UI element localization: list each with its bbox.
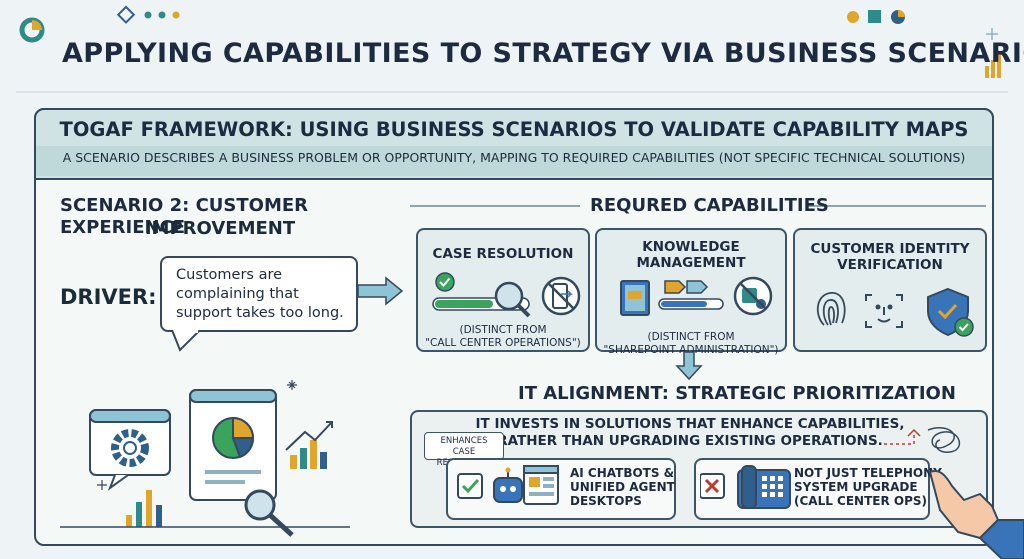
- telephony-label-line2: SYSTEM UPGRADE: [794, 480, 918, 494]
- capability-card-knowledge-management: KNOWLEDGE MANAGEMENT (DISTINCT FROM "SHA…: [595, 228, 787, 356]
- driver-speech-bubble: Customers are complaining that support t…: [160, 256, 358, 332]
- bubble-tail-icon: [171, 330, 201, 352]
- telephony-label-line1: NOT JUST TELEPHONY: [794, 466, 942, 480]
- ai-chatbots-icons: [457, 465, 559, 505]
- scenario-title-line2: IMPROVEMENT: [144, 218, 296, 239]
- driver-text: Customers are complaining that support t…: [176, 267, 344, 321]
- capability-card-customer-identity: CUSTOMER IDENTITY VERIFICATION: [793, 228, 987, 352]
- enhances-tag: ENHANCES CASE RESOLUTION: [424, 432, 504, 468]
- driver-label: DRIVER:: [60, 285, 157, 309]
- tag-icon: [664, 280, 687, 294]
- checkbox-checked-icon: [457, 473, 483, 499]
- telephony-option: [694, 458, 930, 520]
- framework-subtitle-band: [36, 146, 992, 176]
- search-icon: [494, 281, 524, 311]
- knowledge-management-icons: [620, 276, 773, 316]
- plus-icon: [986, 28, 998, 40]
- it-alignment-heading: IT ALIGNMENT: STRATEGIC PRIORITIZATION: [518, 383, 956, 404]
- dashed-arrow-icon: [884, 434, 915, 445]
- ai-chatbots-label: AI CHATBOTS & UNIFIED AGENT DESKTOPS: [570, 466, 675, 508]
- case-resolution-note2: "CALL CENTER OPERATIONS"): [425, 337, 581, 349]
- diamond-icon: [116, 5, 136, 24]
- capability-card-case-resolution: CASE RESOLUTION (DISTINCT FROM "CALL CEN…: [416, 228, 590, 352]
- customer-identity-title1: CUSTOMER IDENTITY: [810, 241, 970, 257]
- telephony-icons: [700, 465, 791, 509]
- case-resolution-note1: (DISTINCT FROM: [459, 324, 547, 336]
- knowledge-management-title1: KNOWLEDGE: [642, 239, 740, 255]
- ai-chatbots-label-line2: UNIFIED AGENT: [570, 480, 675, 494]
- tangle-icon: [927, 427, 961, 453]
- hand-icon: [928, 470, 1000, 540]
- customer-identity-title2: VERIFICATION: [837, 257, 943, 273]
- telephony-label: NOT JUST TELEPHONY SYSTEM UPGRADE (CALL …: [794, 466, 942, 508]
- knowledge-management-title2: MANAGEMENT: [636, 255, 746, 271]
- it-alignment-text: IT INVESTS IN SOLUTIONS THAT ENHANCE CAP…: [430, 416, 950, 450]
- required-capabilities-heading: REQURED CAPABILITIES: [590, 195, 829, 216]
- square-icon: [868, 10, 881, 23]
- arrow-right-icon: [357, 276, 404, 306]
- dot-icon: [144, 11, 152, 19]
- scenario-title-line1: SCENARIO 2: CUSTOMER EXPERIENCE: [60, 195, 309, 238]
- ai-chatbots-label-line1: AI CHATBOTS &: [570, 466, 675, 480]
- face-scan-icon: [865, 294, 903, 328]
- ai-chatbots-label-line3: DESKTOPS: [570, 494, 642, 508]
- req-heading-rule: [410, 205, 986, 207]
- fingerprint-icon: [816, 292, 846, 326]
- customer-identity-icons: [816, 287, 974, 337]
- robot-icon: [493, 477, 523, 503]
- framework-subtitle: A SCENARIO DESCRIBES A BUSINESS PROBLEM …: [62, 150, 966, 165]
- ai-chatbots-option: [446, 458, 676, 520]
- case-resolution-icons: [432, 272, 581, 318]
- knowledge-management-note2: "SHAREPOINT ADMINISTRATION"): [603, 344, 779, 356]
- arrow-down-icon: [675, 352, 703, 380]
- magnifier-icon: [244, 489, 276, 521]
- knowledge-management-note1: (DISTINCT FROM: [647, 331, 735, 343]
- check-circle-icon: [435, 272, 455, 292]
- decor-top: [16, 5, 1008, 93]
- it-alignment-text-line1: IT INVESTS IN SOLUTIONS THAT ENHANCE CAP…: [475, 416, 905, 432]
- framework-title: TOGAF FRAMEWORK: USING BUSINESS SCENARIO…: [59, 118, 969, 141]
- it-alignment-text-line2: RATHER THAN UPGRADING EXISTING OPERATION…: [497, 433, 883, 449]
- analytics-illustration: [60, 380, 350, 537]
- pointing-hand-illustration: [884, 427, 1024, 559]
- page-title: APPLYING CAPABILITIES TO STRATEGY VIA BU…: [62, 38, 1024, 69]
- telephony-label-line3: (CALL CENTER OPS): [794, 494, 928, 508]
- case-resolution-title: CASE RESOLUTION: [432, 246, 574, 262]
- enhances-tag-line1: ENHANCES: [440, 436, 488, 446]
